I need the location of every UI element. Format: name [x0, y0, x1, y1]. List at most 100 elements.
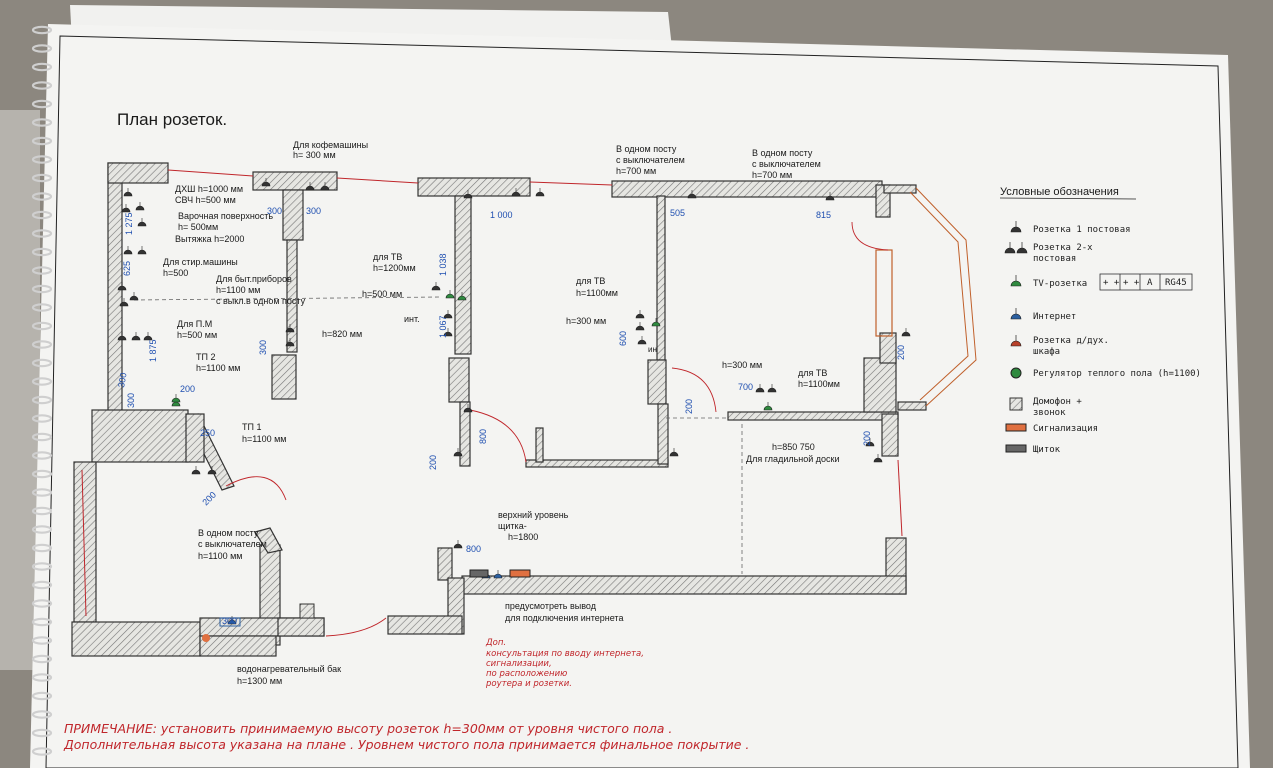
boiler-mark [219, 617, 241, 627]
spiral-ring [31, 321, 53, 331]
label-dishwasher: Для П.Мh=500 мм [177, 319, 217, 340]
socket-symbol [873, 457, 883, 463]
socket-symbol [687, 193, 697, 199]
socket-symbol [285, 327, 295, 333]
panel-mark [469, 569, 489, 578]
spiral-ring [31, 747, 53, 756]
dimension-number: 800 [478, 429, 488, 444]
note-line-2: Дополнительная высота указана на плане .… [63, 737, 749, 752]
spiral-ring [31, 62, 53, 72]
socket-symbol [445, 293, 455, 299]
label-int: инт. [404, 314, 420, 324]
socket-symbol [865, 441, 875, 447]
svg-text:h=1100 мм: h=1100 мм [242, 434, 287, 444]
svg-text:h=1100мм: h=1100мм [798, 379, 840, 389]
spiral-ring [31, 247, 53, 257]
spiral-ring [31, 488, 53, 497]
legend: Условные обозначения Розетка 1 постоваяР… [999, 186, 1201, 455]
spiral-ring [31, 192, 53, 201]
socket-symbol [135, 205, 145, 211]
svg-text:с выключателем: с выключателем [752, 159, 821, 169]
dimension-number: 300 [258, 340, 268, 355]
label-tp2: ТП 2h=1100 мм [196, 352, 241, 373]
spiral-ring [31, 432, 53, 442]
spiral-ring [31, 599, 53, 608]
socket-symbol [535, 191, 545, 197]
legend-label: Сигнализация [1033, 424, 1098, 434]
socket-symbol [763, 405, 773, 411]
legend-socket-swatch [1010, 226, 1022, 233]
svg-text:щитка-: щитка- [498, 521, 527, 531]
dimension-number: 1 275 [124, 212, 134, 235]
dimension-number: 300 [306, 206, 321, 216]
svg-text:с выключателем: с выключателем [198, 539, 267, 549]
spiral-ring [31, 543, 53, 553]
label-tv2: для ТВh=1100мм [576, 276, 618, 298]
svg-text:ДХШ h=1000 мм: ДХШ h=1000 мм [175, 184, 243, 194]
socket-symbol [131, 335, 141, 341]
legend-label: шкафа [1033, 347, 1060, 357]
label-int2: ин [648, 345, 657, 354]
label-h300a: h=300 мм [566, 316, 606, 326]
socket-symbol [463, 193, 473, 199]
intercom-swatch [1009, 397, 1023, 411]
legend-label: Розетка 1 постовая [1033, 225, 1131, 235]
legend-item-panel: Щиток [1005, 444, 1061, 455]
socket-symbol [669, 451, 679, 457]
spiral-ring [31, 99, 53, 109]
svg-text:ТП 1: ТП 1 [242, 422, 261, 432]
svg-text:Для П.М: Для П.М [177, 319, 212, 329]
legend-item-floor: Регулятор теплого пола (h=1100) [1010, 367, 1201, 379]
sockets [117, 178, 911, 625]
svg-text:Для гладильной доски: Для гладильной доски [746, 454, 840, 464]
legend-title: Условные обозначения [1000, 186, 1119, 198]
alarm-dot [202, 634, 210, 642]
spiral-ring [31, 136, 53, 146]
socket-symbol [443, 313, 453, 319]
spiral-ring [31, 303, 53, 312]
svg-text:Варочная поверхность: Варочная поверхность [178, 211, 273, 221]
svg-text:Доп.: Доп. [485, 638, 506, 648]
dimension-number: 200 [862, 431, 872, 446]
spiral-ring [31, 710, 53, 719]
svg-text:В одном посту: В одном посту [616, 144, 677, 154]
spiral-ring [31, 340, 53, 349]
socket-symbol [493, 573, 503, 579]
svg-text:h= 300 мм: h= 300 мм [293, 150, 336, 160]
svg-text:роутера и розетки.: роутера и розетки. [485, 679, 572, 689]
spiral-ring [31, 414, 53, 423]
legend-label: звонок [1033, 408, 1066, 418]
dimension-number: 1 875 [148, 339, 158, 362]
svg-text:с выкл.в одном посту: с выкл.в одном посту [216, 296, 306, 306]
legend-label: TV-розетка [1033, 279, 1087, 289]
socket-symbol [457, 295, 467, 301]
socket-symbol [305, 185, 315, 191]
legend-item-oven: Розетка д/дух.шкафа [1010, 335, 1109, 357]
svg-text:Для быт.приборов: Для быт.приборов [216, 274, 292, 284]
spiral-ring [31, 118, 53, 127]
socket-symbol [117, 335, 127, 341]
tv-socket-box: + + + + A RG45 [1099, 273, 1193, 291]
tv-box-cell-1: + + [1103, 278, 1120, 288]
svg-text:h=1100 мм: h=1100 мм [216, 285, 261, 295]
spiral-ring [31, 673, 53, 682]
svg-text:h=1100 мм: h=1100 мм [198, 551, 243, 561]
dimension-number: 625 [122, 261, 132, 276]
legend-socket-swatch [1010, 313, 1022, 320]
dimension-number: 300 [267, 206, 282, 216]
socket-symbol [635, 313, 645, 319]
dimension-number: 600 [618, 331, 628, 346]
tv-box-cell-3: A [1147, 278, 1153, 288]
spiral-ring [31, 358, 53, 368]
socket-symbol [453, 451, 463, 457]
dimension-number: 200 [180, 384, 195, 394]
dimension-number: 815 [816, 210, 831, 220]
spiral-ring [31, 25, 53, 35]
legend-label: Щиток [1033, 445, 1061, 455]
legend-item-alarm: Сигнализация [1005, 423, 1098, 434]
intercom-mark [299, 603, 315, 619]
